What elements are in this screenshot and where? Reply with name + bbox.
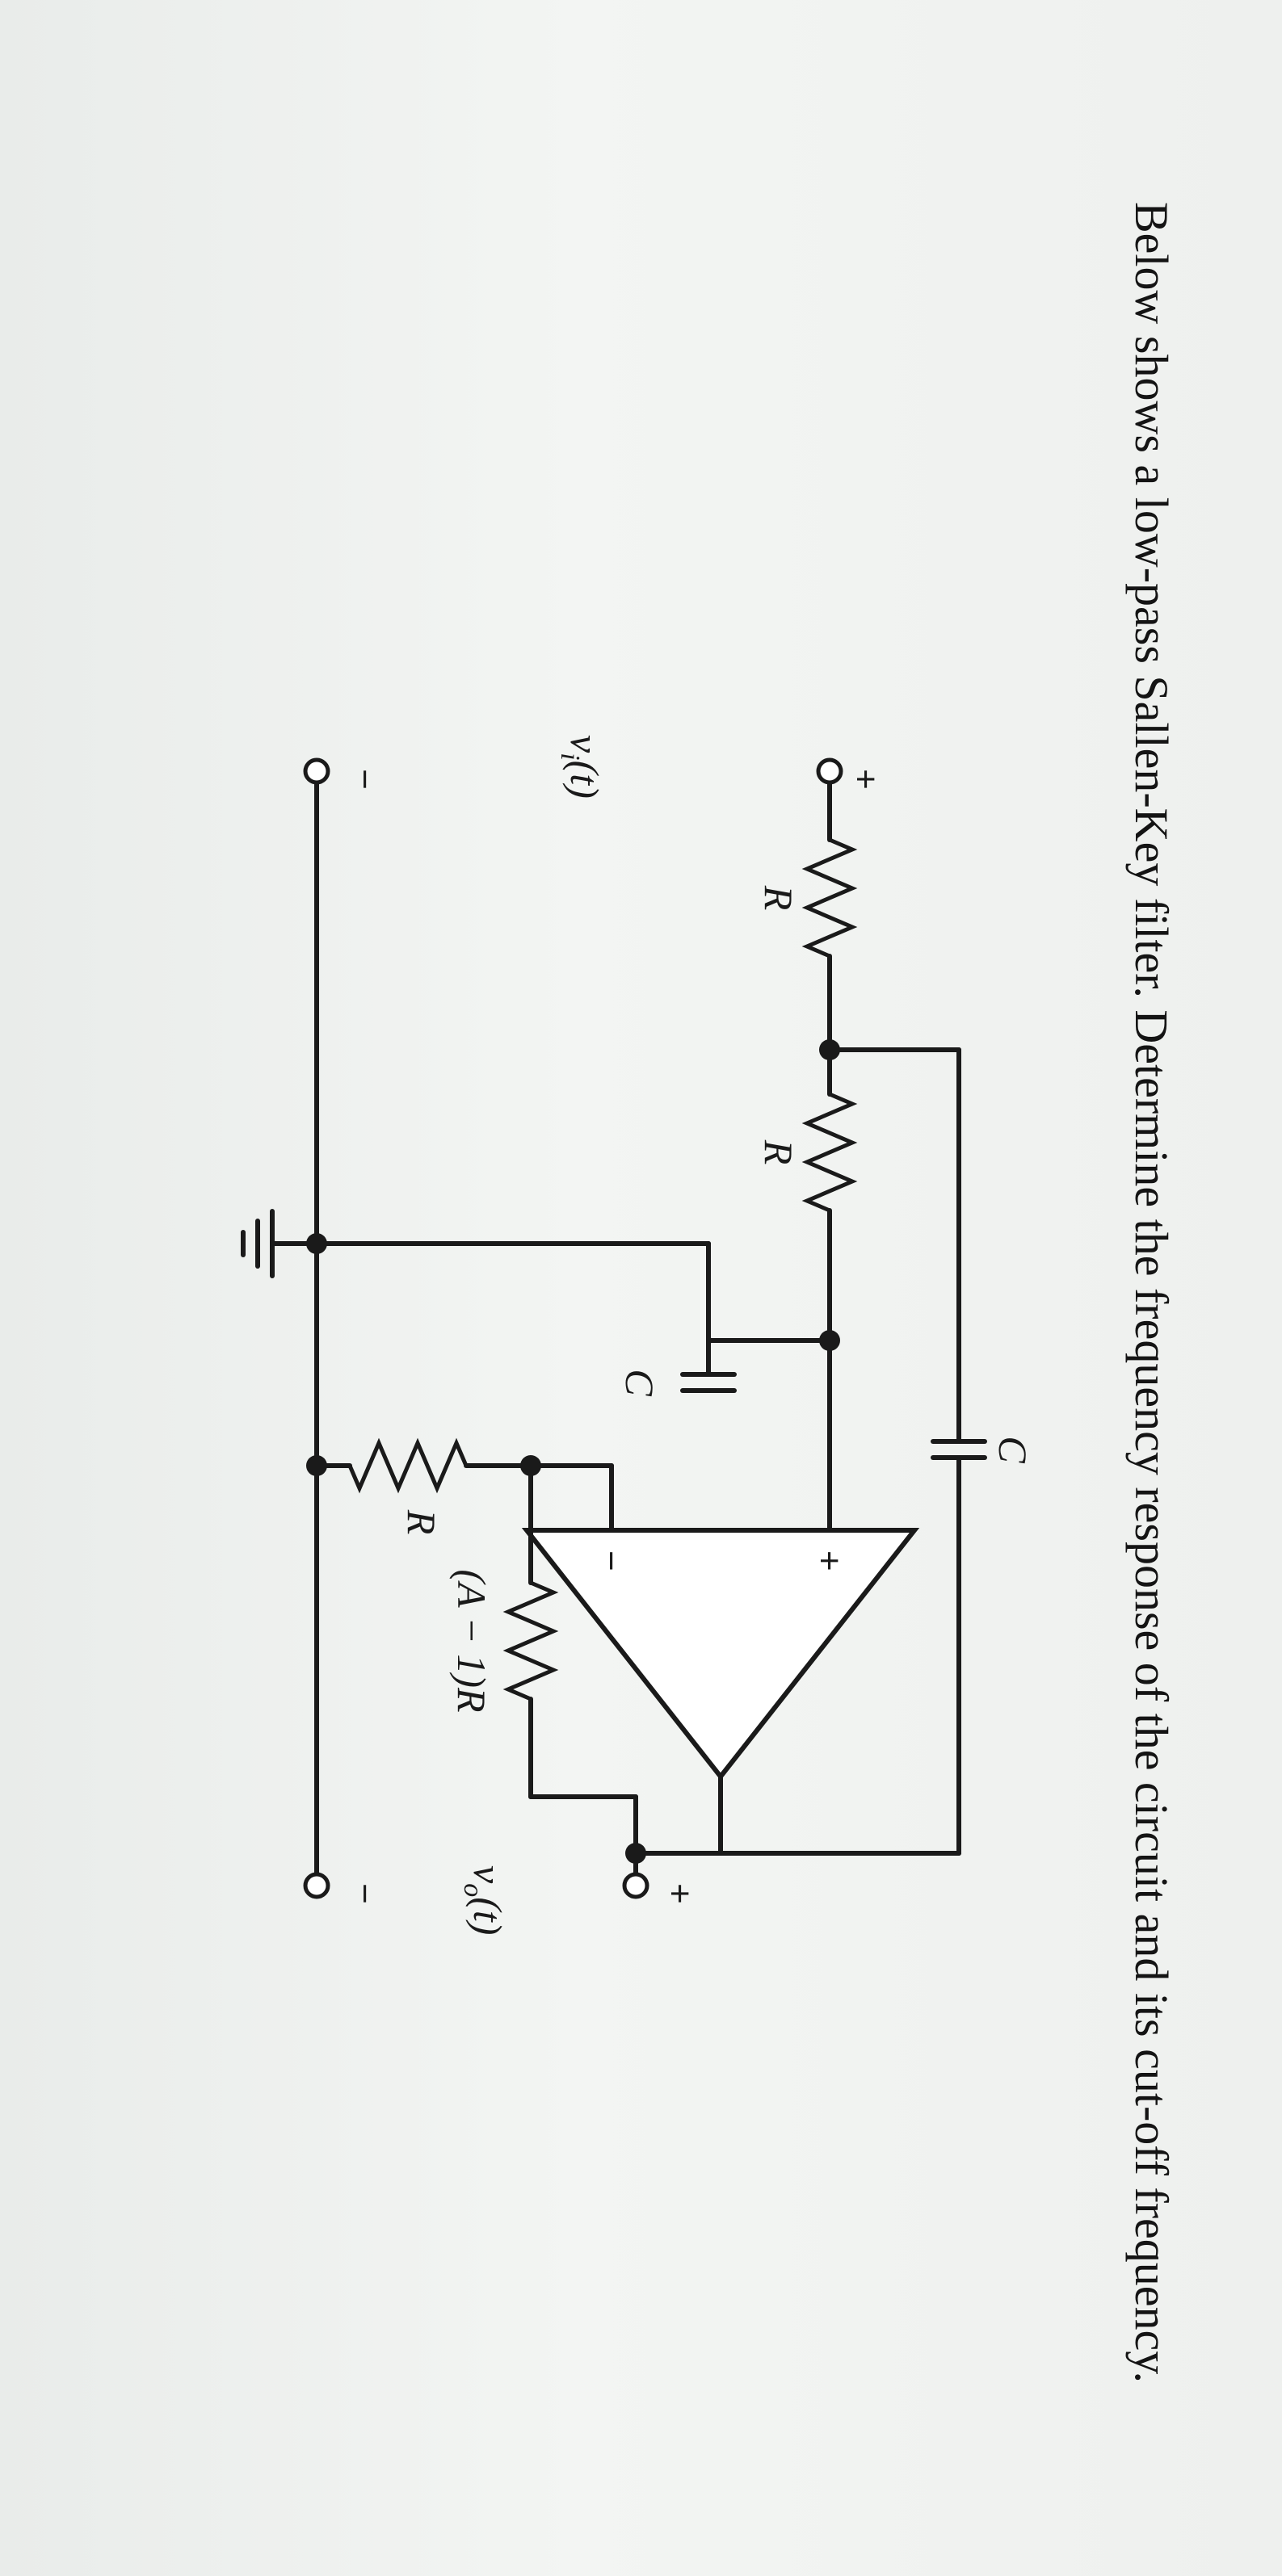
output-plus-sign: +: [660, 1883, 700, 1904]
label-vin: vi(t): [555, 735, 607, 799]
opamp-triangle: [521, 1528, 920, 1781]
label-c-ground: C: [617, 1369, 662, 1396]
label-vout-sub: o: [458, 1883, 488, 1897]
opamp-plus-sign: +: [809, 1550, 849, 1571]
junction-ground: [306, 1233, 327, 1254]
input-terminal-minus: [303, 757, 330, 785]
label-vin-v: v: [562, 735, 607, 753]
label-r2: R: [756, 1139, 801, 1165]
label-vin-arg: (t): [562, 761, 607, 799]
opamp-minus-sign: −: [591, 1550, 631, 1571]
label-vin-sub: i: [555, 753, 585, 760]
junction-node-b: [819, 1330, 840, 1351]
output-minus-sign: −: [345, 1883, 385, 1904]
label-c-feedback: C: [990, 1436, 1036, 1463]
input-minus-sign: −: [345, 769, 385, 790]
label-vout-arg: (t): [465, 1897, 511, 1935]
resistor-feedback: [502, 1580, 559, 1701]
label-r-ground: R: [399, 1509, 444, 1535]
output-terminal-minus: [303, 1872, 330, 1899]
label-vout: vo(t): [458, 1865, 511, 1935]
input-terminal-plus: [816, 757, 843, 785]
junction-rg-rail: [306, 1455, 327, 1476]
label-vout-v: v: [465, 1865, 511, 1884]
junction-node-a: [819, 1039, 840, 1060]
label-r-feedback: (A − 1)R: [449, 1569, 494, 1712]
input-plus-sign: +: [846, 769, 885, 790]
junction-output: [625, 1843, 646, 1864]
output-terminal-plus: [622, 1872, 649, 1899]
junction-node-c: [520, 1455, 541, 1476]
resistor-ground: [347, 1437, 469, 1494]
resistor-r1: [801, 837, 858, 959]
resistor-r2: [801, 1092, 858, 1213]
label-r1: R: [756, 885, 801, 911]
